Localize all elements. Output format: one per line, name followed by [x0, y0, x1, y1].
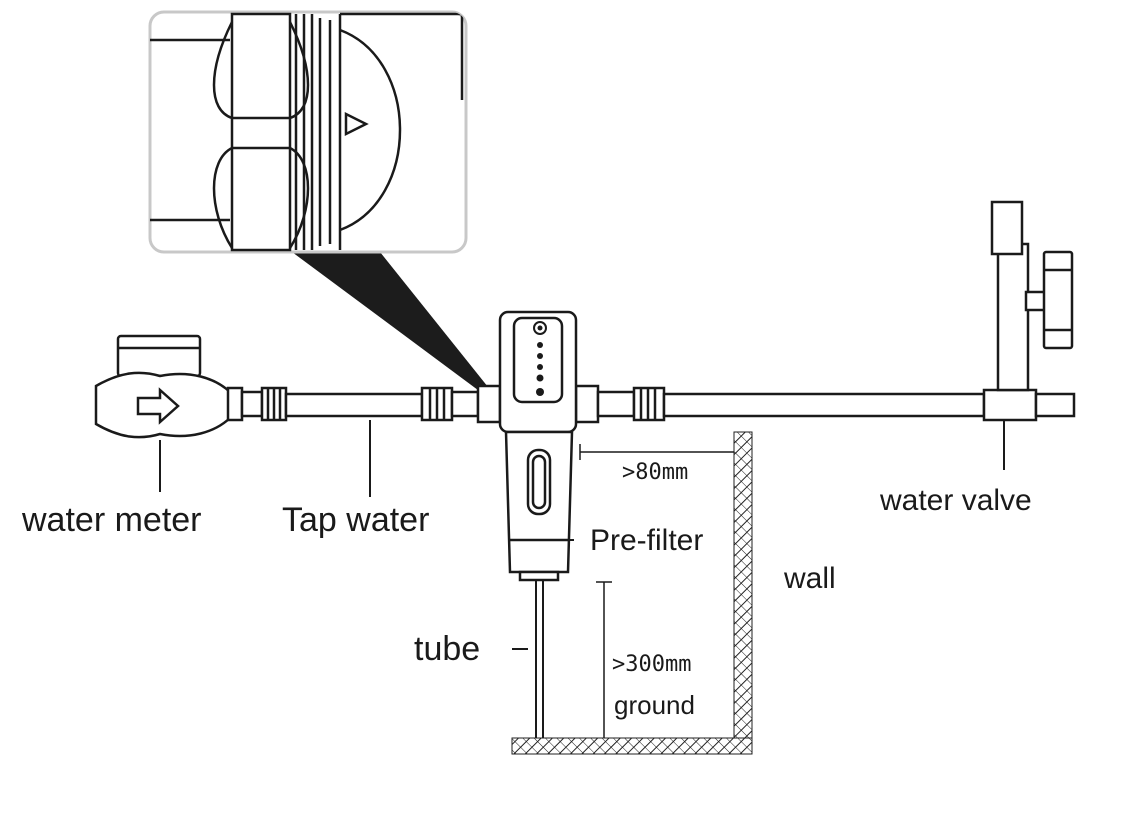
pre-filter-label: Pre-filter — [590, 524, 704, 557]
zoom-cone — [292, 252, 492, 396]
dimension-ground — [596, 581, 612, 738]
detail-inset — [148, 10, 468, 254]
water-valve-label: water valve — [880, 484, 1032, 517]
water-valve — [982, 200, 1076, 422]
pre-filter-unit — [476, 310, 600, 582]
clearance-wall-label: >80mm — [622, 460, 689, 485]
ground-floor — [511, 737, 753, 755]
water-meter-label: water meter — [22, 501, 202, 539]
wall-label: wall — [784, 562, 836, 595]
ground-label: ground — [614, 690, 695, 720]
clearance-ground-label: >300mm — [612, 652, 692, 677]
indicator-dots — [533, 321, 547, 396]
wall — [733, 431, 753, 755]
water-meter — [94, 334, 244, 439]
tap-water-pipe — [240, 386, 480, 422]
dimension-wall — [579, 444, 734, 460]
tube-label: tube — [414, 630, 481, 668]
outlet-pipe — [596, 386, 986, 422]
tap-water-label: Tap water — [282, 501, 430, 539]
arrow-right-icon — [136, 387, 180, 425]
